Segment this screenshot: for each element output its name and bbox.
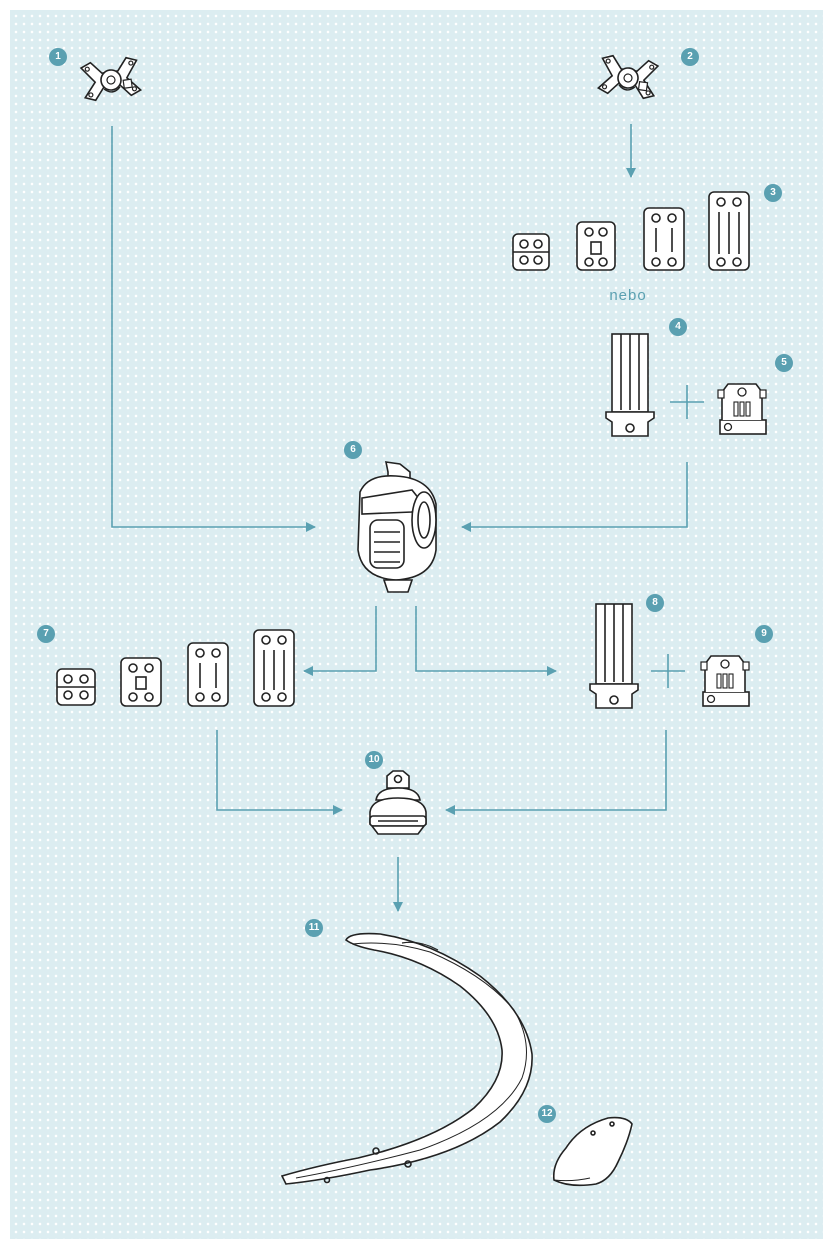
plus-icon bbox=[670, 385, 704, 419]
component-badge: 6 bbox=[344, 441, 362, 459]
component-badge: 4 bbox=[669, 318, 687, 336]
component-badge: 10 bbox=[365, 751, 383, 769]
component-badge: 11 bbox=[305, 919, 323, 937]
connector-lines bbox=[111, 124, 688, 912]
plus-icon bbox=[651, 654, 685, 688]
vesa-mount-plate-icon bbox=[596, 53, 660, 101]
component-badge: 8 bbox=[646, 594, 664, 612]
joint-hub-icon bbox=[357, 461, 437, 593]
component-badge: 12 bbox=[538, 1105, 556, 1123]
or-label: nebo bbox=[609, 287, 647, 304]
end-cap-icon bbox=[552, 1116, 633, 1187]
component-badge: 3 bbox=[764, 184, 782, 202]
clamp-adapter-icon bbox=[700, 655, 750, 707]
component-badge: 9 bbox=[755, 625, 773, 643]
rotating-base-icon bbox=[369, 770, 427, 835]
vesa-mount-plate-icon bbox=[79, 55, 143, 103]
component-badge: 5 bbox=[775, 354, 793, 372]
component-badge: 1 bbox=[49, 48, 67, 66]
column-icon bbox=[589, 603, 639, 709]
component-badge: 2 bbox=[681, 48, 699, 66]
clamp-adapter-icon bbox=[717, 383, 767, 435]
extension-segments-icon bbox=[56, 629, 295, 707]
extension-segments-icon bbox=[512, 191, 750, 271]
component-badge: 7 bbox=[37, 625, 55, 643]
curved-arm-icon bbox=[280, 932, 533, 1185]
column-icon bbox=[605, 333, 655, 437]
